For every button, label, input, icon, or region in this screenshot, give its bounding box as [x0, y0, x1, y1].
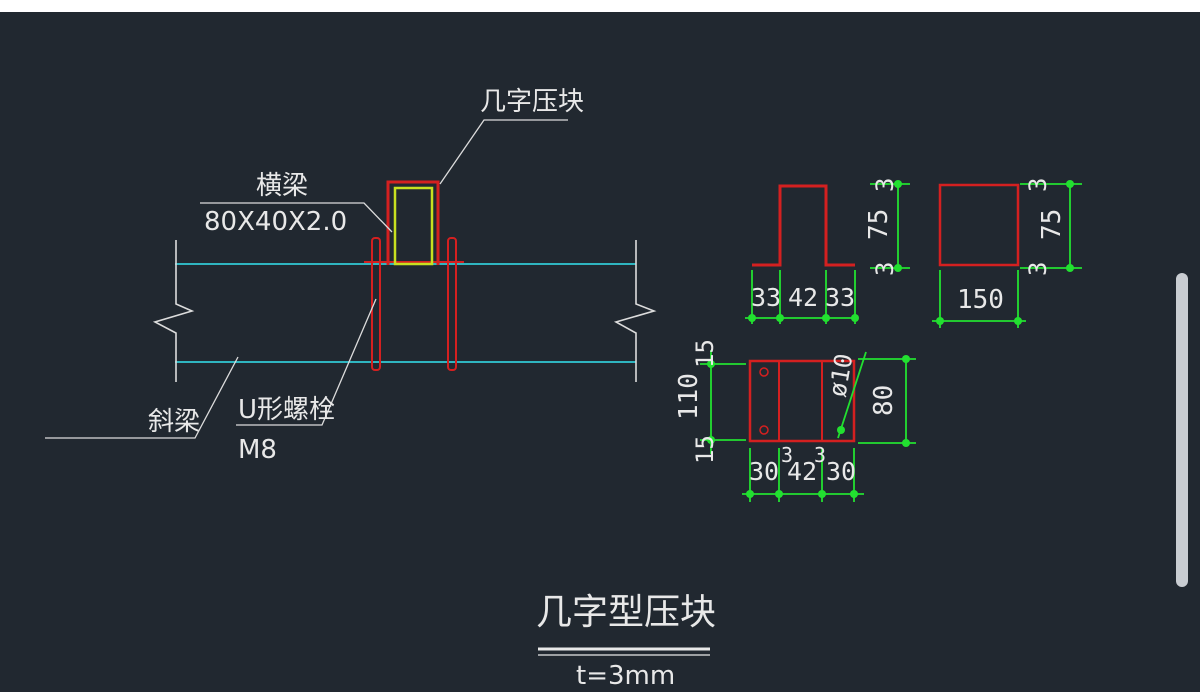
cad-drawing-canvas[interactable]: 几字压块 横梁 80X40X2.0 斜梁 U形螺栓 M8 3 75 3 33 4…	[0, 12, 1200, 692]
clamp-block-section	[386, 180, 440, 266]
clamp-plan-view	[748, 359, 856, 443]
side-dimension-ticks	[936, 180, 1074, 325]
clamp-side-view	[938, 183, 1020, 267]
u-bolt-size-label: M8	[238, 435, 277, 465]
bolt-hole-top	[759, 367, 769, 377]
plan-height-dim: 80	[869, 385, 899, 416]
profile-height-dim: 75	[864, 209, 894, 240]
break-line-left	[152, 240, 195, 382]
plan-top-dim: 15	[691, 339, 719, 368]
side-top-thickness: 3	[1024, 178, 1052, 192]
plan-mid-dim: 110	[674, 373, 704, 420]
profile-bottom-thickness: 3	[871, 262, 899, 276]
side-height-dim: 75	[1037, 209, 1067, 240]
profile-right-dim: 33	[825, 283, 855, 312]
side-dimension-lines	[932, 183, 1082, 328]
plan-bottom-dim: 15	[691, 435, 719, 464]
crossbeam-name-label: 横梁	[256, 171, 308, 201]
vertical-scrollbar[interactable]	[1176, 273, 1188, 587]
plan-thickness-left: 3	[781, 443, 793, 467]
plan-right-dim: 30	[826, 457, 856, 486]
drawing-subtitle: t=3mm	[576, 661, 675, 691]
plan-mid-width-dim: 42	[787, 457, 817, 486]
leader-lines	[45, 119, 568, 439]
side-bottom-thickness: 3	[1024, 262, 1052, 276]
cad-drawing: 几字压块 横梁 80X40X2.0 斜梁 U形螺栓 M8 3 75 3 33 4…	[45, 87, 1082, 691]
bolt-hole-bottom	[759, 425, 769, 435]
inclined-beam-label: 斜梁	[148, 407, 200, 437]
profile-dimension-ticks	[748, 180, 902, 322]
plan-thickness-right: 3	[814, 443, 826, 467]
crossbeam-size-label: 80X40X2.0	[204, 207, 347, 237]
drawing-title: 几字型压块	[536, 592, 716, 633]
clamp-block-label: 几字压块	[480, 87, 584, 117]
plan-left-dim: 30	[749, 457, 779, 486]
u-bolt	[364, 237, 464, 371]
crossbeam-section	[393, 186, 434, 266]
profile-mid-dim: 42	[788, 283, 818, 312]
side-length-dim: 150	[957, 285, 1004, 315]
profile-left-dim: 33	[751, 283, 781, 312]
plan-dimension-ticks	[707, 355, 910, 498]
u-bolt-name-label: U形螺栓	[238, 395, 335, 425]
profile-top-thickness: 3	[871, 178, 899, 192]
clamp-profile-view	[752, 184, 855, 267]
break-line-right	[613, 240, 657, 382]
